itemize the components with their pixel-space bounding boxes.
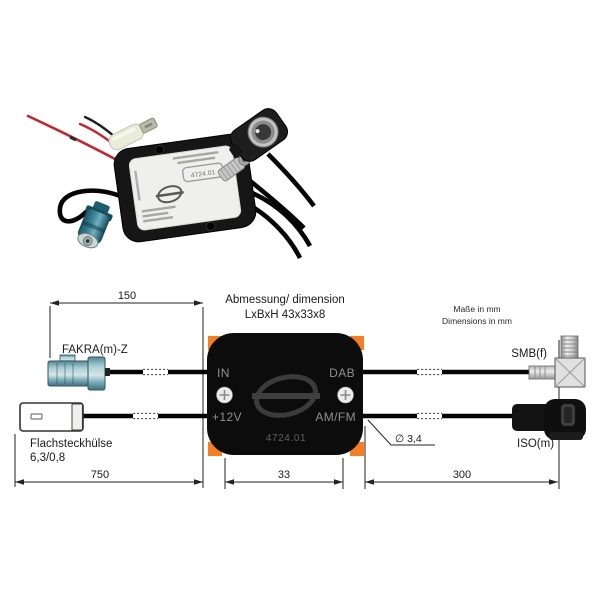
dim-arrow — [15, 479, 24, 485]
smb-knurl — [220, 159, 241, 180]
dim-arrow — [194, 479, 203, 485]
photo-red-wire-mark — [69, 135, 77, 142]
label-text-line — [177, 156, 216, 165]
label-logo-ellipse — [157, 185, 183, 204]
iso-ring-highlight — [255, 129, 260, 134]
spade-shine — [111, 127, 136, 141]
iso-connector-label: ISO(m) — [517, 438, 554, 450]
spade-tab-slot — [144, 122, 153, 129]
port-label-dab: DAB — [329, 366, 355, 380]
photo-module-box: 4724.01 — [113, 133, 257, 243]
fakra-connector-drawing — [47, 354, 110, 391]
photo-output-cable — [249, 189, 313, 248]
fakra-ridge — [81, 220, 106, 234]
dim-arrow — [334, 479, 343, 485]
smb-connector-label: SMB(f) — [511, 348, 547, 360]
module-screw — [337, 386, 354, 404]
screw-cross — [340, 390, 351, 400]
flat-terminal-body — [19, 402, 84, 432]
break-gap — [143, 368, 168, 376]
label-text-line — [172, 151, 219, 160]
break-gap — [417, 368, 442, 376]
product-photo: 4724.01 — [26, 108, 316, 260]
iso-lug — [229, 144, 243, 159]
logo-bar — [252, 393, 320, 399]
iso-ring-center — [255, 124, 272, 141]
smb-thread-lines — [561, 339, 578, 357]
fakra-stub — [105, 368, 110, 376]
dimension-drawing: Abmessung/ dimension LxBxH 43x33x8 Maße … — [14, 290, 586, 489]
cable-break — [143, 368, 168, 376]
label-text-line — [143, 215, 174, 223]
smb-crimp — [534, 366, 546, 379]
dim-300-label: 300 — [453, 469, 471, 481]
drawing-title-line2: LxBxH 43x33x8 — [245, 309, 326, 321]
label-logo — [157, 185, 183, 204]
port-label-amfm: AM/FM — [315, 410, 356, 424]
module-logo — [252, 374, 320, 418]
dim-arrow — [194, 300, 203, 306]
flat-terminal-label-line2: 6,3/0,8 — [30, 452, 65, 464]
label-text-line — [141, 205, 176, 213]
module-code: 4724.01 — [266, 433, 306, 444]
drawing-title-line1: Abmessung/ dimension — [225, 294, 345, 306]
photo-fakra-cable — [57, 188, 123, 224]
flat-terminal-slot — [30, 413, 43, 420]
fakra-ridges — [56, 363, 74, 384]
fakra-tip-hole — [85, 239, 90, 243]
label-logo-bar — [155, 191, 184, 198]
smb-body-facets — [554, 357, 586, 388]
module-screw-hole — [154, 144, 165, 155]
dim-33-label: 33 — [278, 469, 290, 481]
module-screw — [216, 386, 233, 404]
units-note-line1: Maße in mm — [453, 304, 500, 314]
cable-break — [417, 368, 442, 376]
fakra-body — [47, 360, 92, 387]
dim-arrow — [365, 479, 374, 485]
module-screw-hole — [205, 221, 216, 232]
photo-iso-cable — [266, 152, 316, 208]
fakra-cap — [87, 356, 106, 391]
break-gap — [417, 412, 442, 420]
photo-spade-red-wire — [78, 122, 115, 146]
smb-sleeve — [528, 365, 557, 380]
label-text-line — [134, 170, 141, 201]
iso-connector-drawing — [512, 399, 586, 440]
flat-terminal-end — [71, 403, 83, 431]
cable-break — [417, 412, 442, 420]
flat-terminal-drawing — [19, 402, 84, 432]
dim-arrow — [50, 300, 59, 306]
label-text-line — [142, 211, 169, 218]
break-gap — [133, 412, 158, 420]
photo-iso-connector — [229, 108, 289, 162]
diameter-label: ∅ 3,4 — [395, 433, 422, 445]
dim-arrow — [225, 479, 234, 485]
dim-arrow — [549, 479, 558, 485]
screw-cross — [219, 390, 230, 400]
label-code-text: 4724.01 — [190, 169, 216, 179]
port-label-12v: +12V — [212, 410, 242, 424]
fakra-connector-label: FAKRA(m)-Z — [62, 344, 128, 356]
smb-connector-drawing — [528, 335, 586, 388]
iso-collar — [549, 432, 583, 440]
iso-slot-inner — [564, 407, 572, 423]
diameter-leader-line — [367, 419, 435, 446]
port-label-in: IN — [217, 366, 230, 380]
module-box-drawing: IN DAB +12V AM/FM 4724.01 — [207, 333, 364, 456]
cable-break — [133, 412, 158, 420]
photo-spade-terminal — [108, 117, 158, 151]
flat-terminal-label-line1: Flachsteckhülse — [30, 438, 112, 450]
units-note-line2: Dimensions in mm — [442, 316, 512, 326]
photo-fakra-connector — [77, 201, 113, 249]
logo-ellipse — [254, 374, 318, 418]
dim-150-label: 150 — [118, 290, 136, 302]
dim-750-label: 750 — [91, 469, 109, 481]
